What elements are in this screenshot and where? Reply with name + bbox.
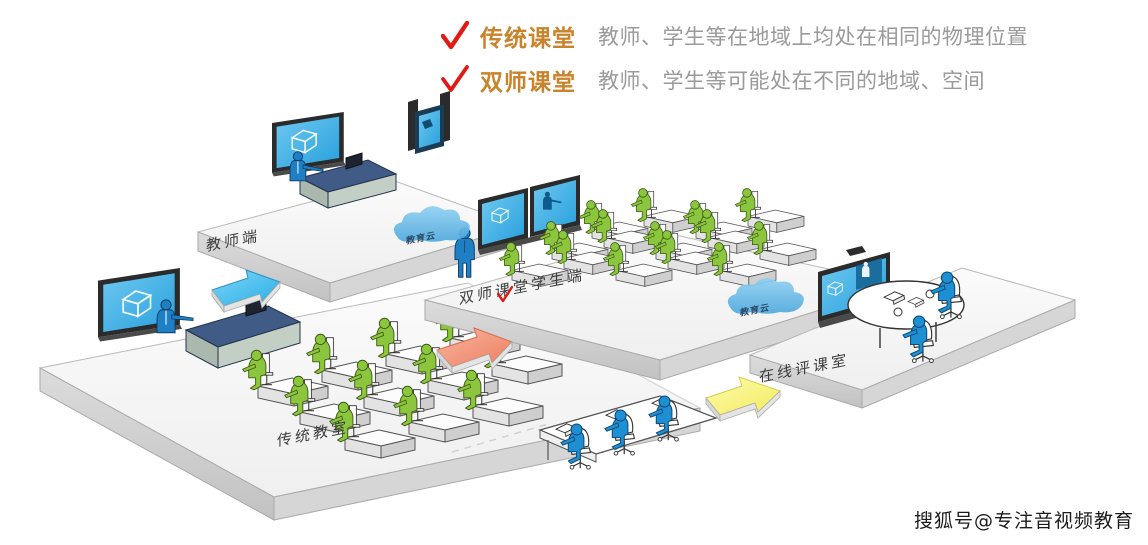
edu-cloud-left-icon bbox=[393, 206, 470, 242]
arrow-review-room-icon bbox=[705, 376, 781, 423]
red-check-icon bbox=[440, 19, 470, 53]
teacher-terminal-content bbox=[272, 91, 450, 209]
legend-term-dual-teacher: 双师课堂 bbox=[480, 69, 576, 95]
dual-display-icon bbox=[478, 175, 582, 255]
red-check-icon bbox=[440, 63, 470, 97]
teacher-figure bbox=[156, 299, 194, 334]
legend-item-dual-teacher: 双师课堂 教师、学生等可能处在不同的地域、空间 bbox=[440, 58, 1140, 102]
legend-desc-dual-teacher: 教师、学生等可能处在不同的地域、空间 bbox=[598, 70, 985, 93]
dual-teacher-classroom-content bbox=[454, 175, 817, 287]
camera-panel-icon bbox=[408, 91, 450, 154]
online-review-room-content bbox=[818, 246, 965, 364]
teacher-desk-top bbox=[298, 152, 398, 209]
watermark: 搜狐号@专注音视频教育 bbox=[913, 510, 1134, 532]
legend: 传统课堂 教师、学生等在地域上均处在相同的物理位置 双师课堂 教师、学生等可能处… bbox=[440, 14, 1140, 102]
edu-cloud-right-icon bbox=[727, 278, 804, 314]
arrow-student-to-classroom-icon bbox=[436, 327, 513, 375]
red-check-icon-small bbox=[496, 285, 514, 309]
legend-item-traditional: 传统课堂 教师、学生等在地域上均处在相同的物理位置 bbox=[440, 14, 1140, 58]
legend-term-traditional: 传统课堂 bbox=[480, 25, 576, 51]
teacher-figure-top bbox=[289, 151, 324, 182]
arrow-teacher-to-classroom-icon bbox=[211, 269, 281, 314]
legend-desc-traditional: 教师、学生等在地域上均处在相同的物理位置 bbox=[598, 26, 1028, 49]
meeting-area bbox=[451, 395, 718, 470]
